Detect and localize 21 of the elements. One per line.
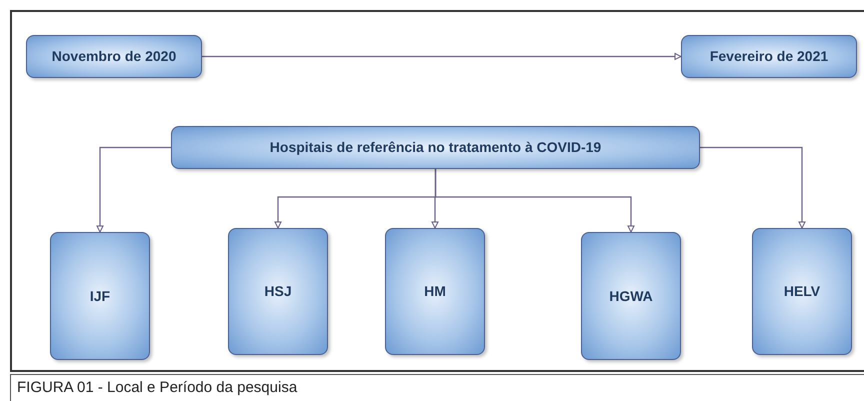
box-label: Novembro de 2020 [50,47,178,66]
process-box [581,232,681,360]
process-box [681,35,857,78]
box-label: HELV [782,282,822,301]
figure-caption: FIGURA 01 - Local e Período da pesquisa [17,378,298,398]
process-box [228,228,328,355]
process-box [26,35,202,78]
process-box [50,232,150,360]
box-label: HGWA [608,286,654,306]
box-label: HM [423,282,447,301]
arrow [96,146,171,232]
process-box [752,228,852,355]
box-label: Hospitais de referência no tratamento à COVID-19 [268,138,602,157]
arrow [700,146,806,228]
box-label: HSJ [263,282,293,301]
box-label: IJF [88,286,112,306]
arrow [202,53,682,60]
process-box [171,126,700,169]
box-label: Fevereiro de 2021 [708,47,830,66]
arrow [434,169,634,232]
process-box [385,228,485,355]
